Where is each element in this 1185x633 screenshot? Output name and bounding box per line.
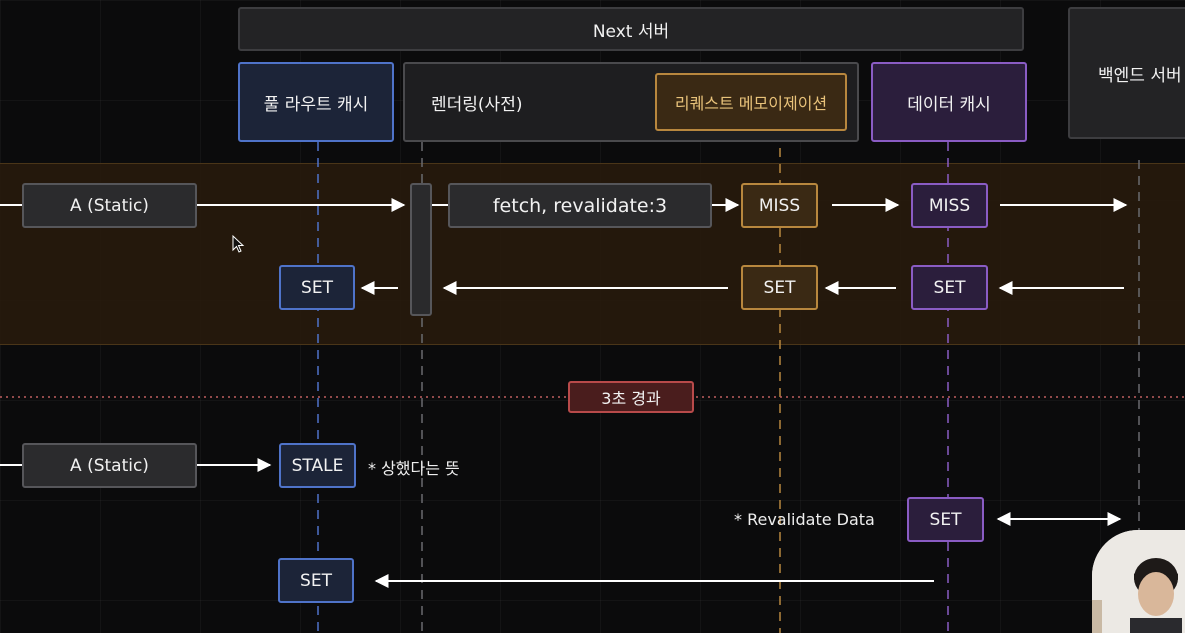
memo-set: SET — [741, 265, 818, 310]
memo-miss: MISS — [741, 183, 818, 228]
stale-note: * 상했다는 뜻 — [368, 459, 460, 478]
render-activation-bar — [410, 183, 432, 316]
data-cache-miss: MISS — [911, 183, 988, 228]
data-cache-set-revalidate: SET — [907, 497, 984, 542]
fetch-call: fetch, revalidate:3 — [448, 183, 712, 228]
backend-server-header: 백엔드 서버 — [1068, 7, 1185, 139]
data-cache-header: 데이터 캐시 — [871, 62, 1027, 142]
full-route-cache-set: SET — [279, 265, 355, 310]
cursor-icon — [232, 234, 245, 253]
revalidate-note: * Revalidate Data — [734, 510, 875, 529]
request-a-static-second: A (Static) — [22, 443, 197, 488]
request-memo-header: 리퀘스트 메모이제이션 — [655, 73, 847, 131]
next-server-header: Next 서버 — [238, 7, 1024, 51]
presenter-webcam — [1092, 530, 1185, 633]
full-route-cache-header: 풀 라우트 캐시 — [238, 62, 394, 142]
data-cache-set: SET — [911, 265, 988, 310]
elapsed-time-label: 3초 경과 — [568, 381, 694, 413]
request-a-static: A (Static) — [22, 183, 197, 228]
full-route-cache-set-second: SET — [278, 558, 354, 603]
full-route-cache-stale: STALE — [279, 443, 356, 488]
